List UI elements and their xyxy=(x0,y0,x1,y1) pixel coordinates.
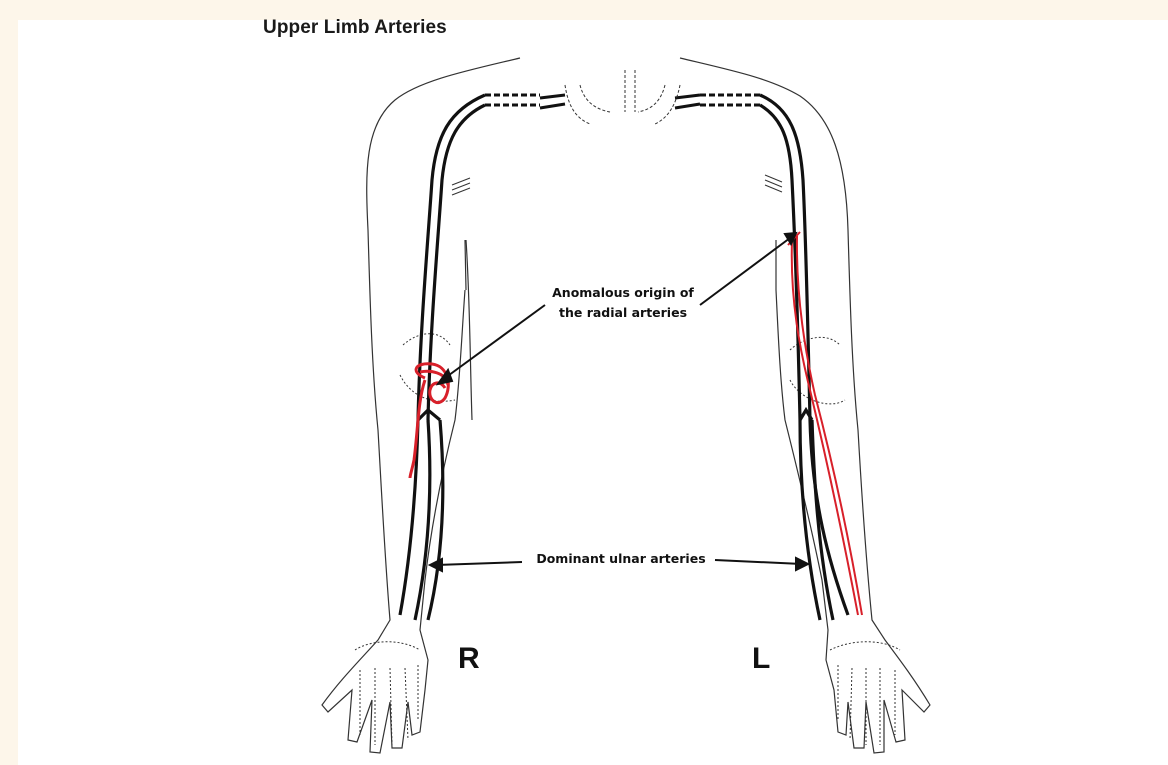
left-branch-ticks xyxy=(765,175,782,192)
left-brachial-artery xyxy=(760,95,848,620)
right-branch-ticks xyxy=(452,178,470,195)
radial-origin-label-line1: Anomalous origin of xyxy=(538,283,708,303)
hand-bones xyxy=(355,334,900,745)
radial-origin-label: Anomalous origin of the radial arteries xyxy=(538,283,708,323)
right-side-label: R xyxy=(458,642,480,676)
left-side-label: L xyxy=(752,642,770,676)
figure-title: Upper Limb Arteries xyxy=(263,17,447,39)
radial-origin-label-line2: the radial arteries xyxy=(538,303,708,323)
body-outline xyxy=(322,58,930,753)
ulnar-label: Dominant ulnar arteries xyxy=(526,549,716,569)
subclavian-vessels xyxy=(485,95,760,108)
neck-vessels xyxy=(565,70,680,124)
